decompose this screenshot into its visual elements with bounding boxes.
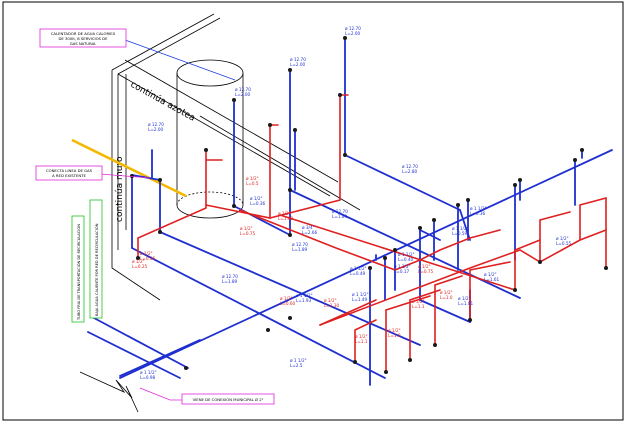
cold-water-trunk xyxy=(87,37,613,386)
main-leader xyxy=(139,387,182,401)
main-connection-label: VIENE DE CONEXIÓN MUNICIPAL Ø 2" xyxy=(193,397,264,402)
pipe-tag-length: L=2.80 xyxy=(402,169,418,174)
pipe-tag-diameter: ø 1/2" xyxy=(140,251,153,256)
pipe-tag-diameter: ø 1/2" xyxy=(388,328,401,333)
pipe-tag-diameter: ø 1/2" xyxy=(132,259,145,264)
pipe-tag-length: L=0.75 xyxy=(240,231,256,236)
pipe-tag-diameter: ø 3/4" xyxy=(302,225,315,230)
hot-water-lines xyxy=(137,94,607,373)
pipe-tag-diameter: ø 1/2" xyxy=(412,299,425,304)
pipe-tag-length: L=1.49 xyxy=(352,297,368,302)
roof-continuation-label: continúa azotea xyxy=(129,80,197,124)
pipe-tag-diameter: ø 1 1/2" xyxy=(290,358,307,363)
pipe-tag-diameter: ø 1/2" xyxy=(246,176,259,181)
pipe-tag-diameter: ø 12.70 xyxy=(235,87,251,92)
gas-leader xyxy=(99,173,151,179)
pipe-tag-diameter: ø 12.70 xyxy=(292,242,308,247)
pipe-tag-length: L=1.0 xyxy=(440,295,453,300)
break-line xyxy=(79,371,139,413)
pipe-tag-diameter: ø 1 1/2" xyxy=(296,293,313,298)
pipe-tag-diameter: ø 1/2" xyxy=(250,196,263,201)
sheet-border xyxy=(2,1,624,421)
pipe-tag-diameter: ø 12.70 xyxy=(148,122,164,127)
pipe-tag-diameter: ø 12.70 xyxy=(290,57,306,62)
pipe-tag-diameter: ø 12.70 xyxy=(402,164,418,169)
pipe-tag-length: L=2.00 xyxy=(290,62,306,67)
pipe-tag-diameter: ø 1/2" xyxy=(458,296,471,301)
pipe-tag-length: L=0.40 xyxy=(398,257,414,262)
pipe-tag-length: L=2.00 xyxy=(148,127,164,132)
pipe-tag-length: L=1.09 xyxy=(278,216,294,221)
vertical-label-2: BAJA AGUA CALIENTE POR RED DE RECIRCULAC… xyxy=(94,223,99,316)
heater-label-line1: CALENTADOR DE AGUA CALORIEX xyxy=(51,31,116,36)
pipe-tag-diameter: ø 12.70 xyxy=(345,26,361,31)
pipe-tag-diameter: ø 1 1/2" xyxy=(470,206,487,211)
pipe-tag-diameter: ø 1/2" xyxy=(355,334,368,339)
pipe-tag-diameter: ø 1/2" xyxy=(278,211,291,216)
pipe-tag-diameter: ø 1 1/2" xyxy=(352,292,369,297)
pipe-tag-diameter: ø 1 1/2" xyxy=(140,370,157,375)
pipe-tag-length: L=0.36 xyxy=(250,201,266,206)
pipe-tag-diameter: ø 12.70 xyxy=(332,209,348,214)
pipe-tag-diameter: ø 1/2" xyxy=(556,236,569,241)
pipe-tag-length: L=0.17 xyxy=(394,269,410,274)
pipe-tag-length: L=0.36 xyxy=(470,211,486,216)
pipe-tag-length: L=1.1 xyxy=(355,339,368,344)
pipe-tag-diameter: ø 1/2" xyxy=(324,298,337,303)
gas-label-line2: A RED EXISTENTE xyxy=(52,173,86,178)
pipe-tag-length: L=2.66 xyxy=(302,230,318,235)
gas-callout-box xyxy=(35,165,103,181)
pipe-tag-length: L=2.00 xyxy=(235,92,251,97)
pipe-tag-length: L=1.89 xyxy=(292,247,308,252)
pipe-tag-diameter: ø 1/2" xyxy=(484,272,497,277)
pipe-dimension-tags: ø 12.70L=2.00ø 12.70L=2.00ø 12.70L=2.00ø… xyxy=(132,26,572,380)
pipe-tag-length: L=2.5 xyxy=(290,363,303,368)
fittings xyxy=(130,36,608,374)
pipe-tag-length: L=0.36 xyxy=(140,256,156,261)
pipe-tag-diameter: ø 1/2" xyxy=(418,264,431,269)
pipe-tag-length: L=2.00 xyxy=(345,31,361,36)
pipe-tag-diameter: ø 1 1/2" xyxy=(452,226,469,231)
pipe-tag-length: L=1.01 xyxy=(458,301,474,306)
pipe-tag-length: L=1.61 xyxy=(484,277,500,282)
pipe-tag-length: L=0.98 xyxy=(140,375,156,380)
pipe-tag-diameter: ø 1 1/2" xyxy=(398,252,415,257)
pipe-tag-length: L=1.1 xyxy=(412,304,425,309)
pipe-tag-length: L=0.60 xyxy=(280,301,296,306)
pipe-tag-length: L=1.89 xyxy=(332,214,348,219)
heater-callout-box xyxy=(39,28,127,48)
pipe-tag-length: L=1.93 xyxy=(296,298,312,303)
pipe-tag-length: L=0.59 xyxy=(452,231,468,236)
heater-label-line3: GAS NATURAL xyxy=(70,41,97,46)
heater-label-line2: DE 300lt, 8 SERVICIOS DE xyxy=(58,36,108,41)
heater-leader xyxy=(124,39,236,81)
vertical-callout-1 xyxy=(71,215,85,323)
pipe-tag-length: L=0.25 xyxy=(132,264,148,269)
pipe-tag-diameter: ø 1 1/2" xyxy=(394,264,411,269)
pipe-tag-diameter: ø 1 1/2" xyxy=(350,266,367,271)
pipe-tag-length: L=0.49 xyxy=(350,271,366,276)
pipe-tag-diameter: ø 1/2" xyxy=(440,290,453,295)
wall-continuation-label: continúa muro xyxy=(115,156,125,222)
main-callout-box xyxy=(181,393,275,405)
gas-label-line1: CONECTA LINEA DE GAS xyxy=(46,168,93,173)
pipe-tag-diameter: ø 1/2" xyxy=(280,296,293,301)
vertical-callout-2 xyxy=(89,199,103,319)
pipe-tag-length: L=1.0 xyxy=(388,333,401,338)
pipe-tag-length: L=0.5 xyxy=(246,181,259,186)
pipe-tag-diameter: ø 12.70 xyxy=(222,274,238,279)
pipe-tag-length: L=1.89 xyxy=(222,279,238,284)
pipe-tag-length: L=0.75 xyxy=(418,269,434,274)
pipe-tag-length: L=0.55 xyxy=(556,241,572,246)
pipe-tag-diameter: ø 1/2" xyxy=(240,226,253,231)
vertical-label-1: TUBO FRIA DE TRANSPORTACIÓN DE RECIRCULA… xyxy=(76,224,81,321)
pipe-tag-length: L=1.30 xyxy=(324,303,340,308)
gas-line xyxy=(71,138,187,198)
